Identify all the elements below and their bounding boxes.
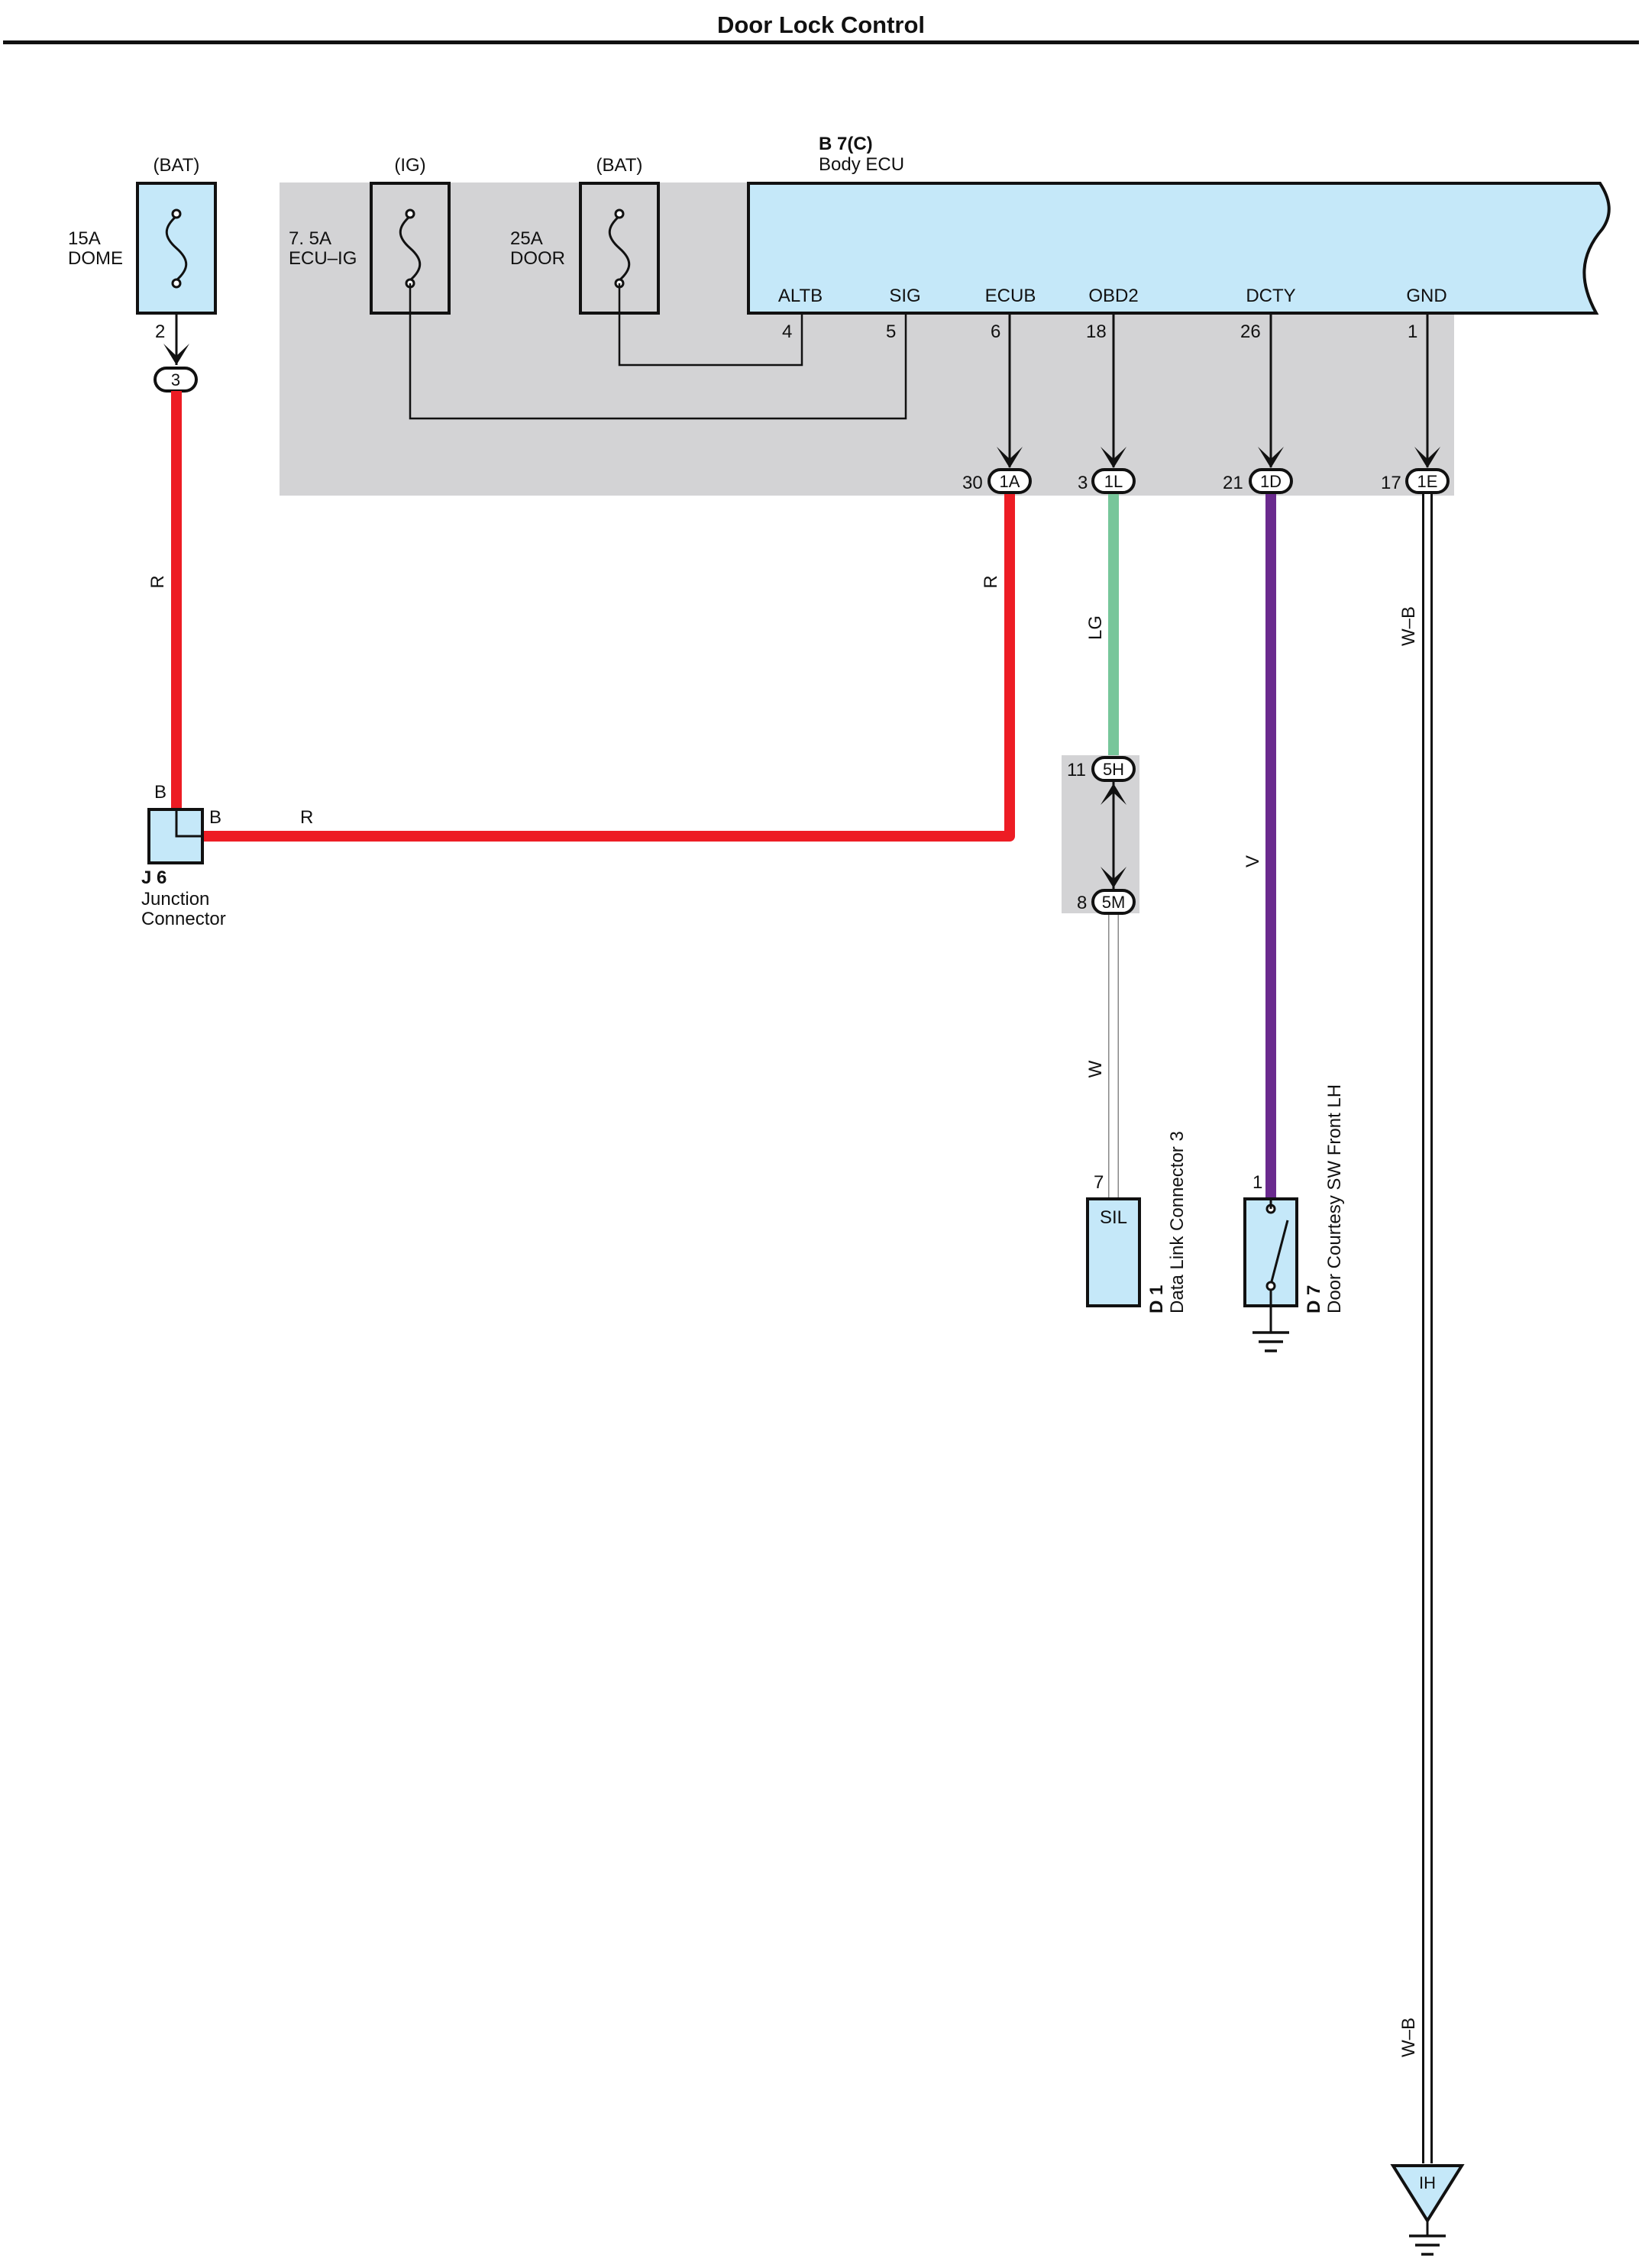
terminal-gnd: GND: [1406, 286, 1446, 306]
ecu-code: B 7(C): [819, 134, 873, 154]
connector-5m: [1091, 889, 1136, 915]
connector-1a-pin: 30: [962, 473, 983, 493]
junction-line1: Junction: [141, 889, 209, 909]
d7-code: D 7: [1304, 1285, 1324, 1313]
connector-1d-pin: 21: [1223, 473, 1243, 493]
terminal-ecub-pin: 6: [991, 321, 1000, 342]
d1-connector-box: [1086, 1197, 1141, 1307]
wire-label-w: W: [1085, 1060, 1106, 1077]
fuse-dome-name: DOME: [68, 248, 123, 269]
fuse-dome-supply: (BAT): [154, 155, 200, 176]
arrow-1a: [997, 447, 1023, 468]
fuse-dome-pin: 2: [155, 321, 165, 342]
junction-code: J 6: [141, 867, 166, 888]
d1-sil-label: SIL: [1100, 1207, 1127, 1228]
fuse-ecu-ig-amp: 7. 5A: [289, 228, 331, 249]
terminal-obd2-pin: 18: [1086, 321, 1107, 342]
wire-label-r-right: R: [981, 575, 1001, 588]
wire-label-v: V: [1243, 855, 1263, 867]
fuse-dome-arrow: [163, 344, 189, 365]
connector-1a: [987, 468, 1032, 494]
junction-block-5h-5m: [1062, 755, 1139, 913]
connector-1e-label: 1E: [1417, 472, 1438, 491]
fuse-door-element: [608, 215, 631, 282]
terminal-gnd-pin: 1: [1408, 321, 1417, 342]
connector-5m-label: 5M: [1102, 893, 1126, 912]
terminal-altb: ALTB: [778, 286, 823, 306]
terminal-sig-pin: 5: [886, 321, 896, 342]
fuse-ecu-ig-name: ECU–IG: [289, 248, 357, 269]
d1-pin: 7: [1094, 1172, 1104, 1193]
connector-1d: [1249, 468, 1293, 494]
wire-red: [171, 391, 1015, 842]
connector-5h-label: 5H: [1103, 760, 1124, 779]
connector-5m-pin: 8: [1077, 893, 1087, 913]
d7-switch-blade: [1269, 1220, 1289, 1285]
junction-line2: Connector: [141, 909, 226, 929]
arrow-1d: [1258, 447, 1284, 468]
terminal-altb-pin: 4: [782, 321, 792, 342]
wire-label-wb-top: W–B: [1398, 606, 1419, 646]
connector-1l-pin: 3: [1078, 473, 1088, 493]
ground-icon: [1409, 2234, 1446, 2256]
ground-point-ih: [1390, 2164, 1465, 2224]
junction-pin-right: B: [209, 807, 221, 828]
d7-ground-icon: [1253, 1331, 1289, 1352]
connector-1l-label: 1L: [1104, 472, 1123, 491]
title-rule: [3, 40, 1639, 44]
arrow-1e: [1414, 447, 1440, 468]
fuse-connector-3-label: 3: [171, 370, 180, 389]
connector-5h: [1091, 756, 1136, 782]
fuse-door-supply: (BAT): [596, 155, 643, 176]
fuse-ecu-ig-element: [399, 215, 422, 282]
wire-door-to-altb: [618, 283, 803, 367]
arrow-5h: [1101, 783, 1126, 805]
connector-1l: [1091, 468, 1136, 494]
d7-pin: 1: [1253, 1172, 1262, 1193]
connector-1e-pin: 17: [1381, 473, 1401, 493]
connector-1d-label: 1D: [1260, 472, 1282, 491]
fuse-door-amp: 25A: [510, 228, 543, 249]
wire-label-r-horizontal: R: [300, 807, 313, 828]
junction-connector-inner: [175, 811, 201, 838]
fuse-dome-element: [165, 215, 188, 282]
ground-point-ih-label: IH: [1419, 2173, 1436, 2192]
d1-name: Data Link Connector 3: [1167, 1131, 1188, 1313]
arrow-5m: [1101, 867, 1126, 888]
ecu-name: Body ECU: [819, 154, 904, 175]
ecu-box: [747, 182, 1611, 315]
fuse-door-name: DOOR: [510, 248, 565, 269]
d1-code: D 1: [1146, 1285, 1167, 1313]
fuse-dome-amp: 15A: [68, 228, 101, 249]
connector-5h-pin: 11: [1067, 760, 1086, 780]
d7-contact-bottom: [1265, 1281, 1276, 1291]
d7-name: Door Courtesy SW Front LH: [1324, 1084, 1345, 1313]
fuse-dome: (BAT) 15A DOME: [68, 155, 217, 315]
fuse-ecu-ig-supply: (IG): [394, 155, 425, 176]
wire-label-lg: LG: [1085, 615, 1106, 640]
arrow-1l: [1101, 447, 1126, 468]
wire-ecuig-to-sig: [409, 283, 907, 420]
page-title: Door Lock Control: [717, 11, 925, 38]
terminal-obd2: OBD2: [1088, 286, 1138, 306]
wire-label-wb-bottom: W–B: [1398, 2018, 1419, 2057]
terminal-dcty: DCTY: [1246, 286, 1295, 306]
connector-1a-label: 1A: [1000, 472, 1020, 491]
wire-label-r-left: R: [147, 575, 168, 588]
terminal-sig: SIG: [889, 286, 920, 306]
connector-1e: [1405, 468, 1450, 494]
terminal-ecub: ECUB: [985, 286, 1036, 306]
junction-pin-top: B: [154, 782, 166, 803]
terminal-dcty-pin: 26: [1240, 321, 1261, 342]
